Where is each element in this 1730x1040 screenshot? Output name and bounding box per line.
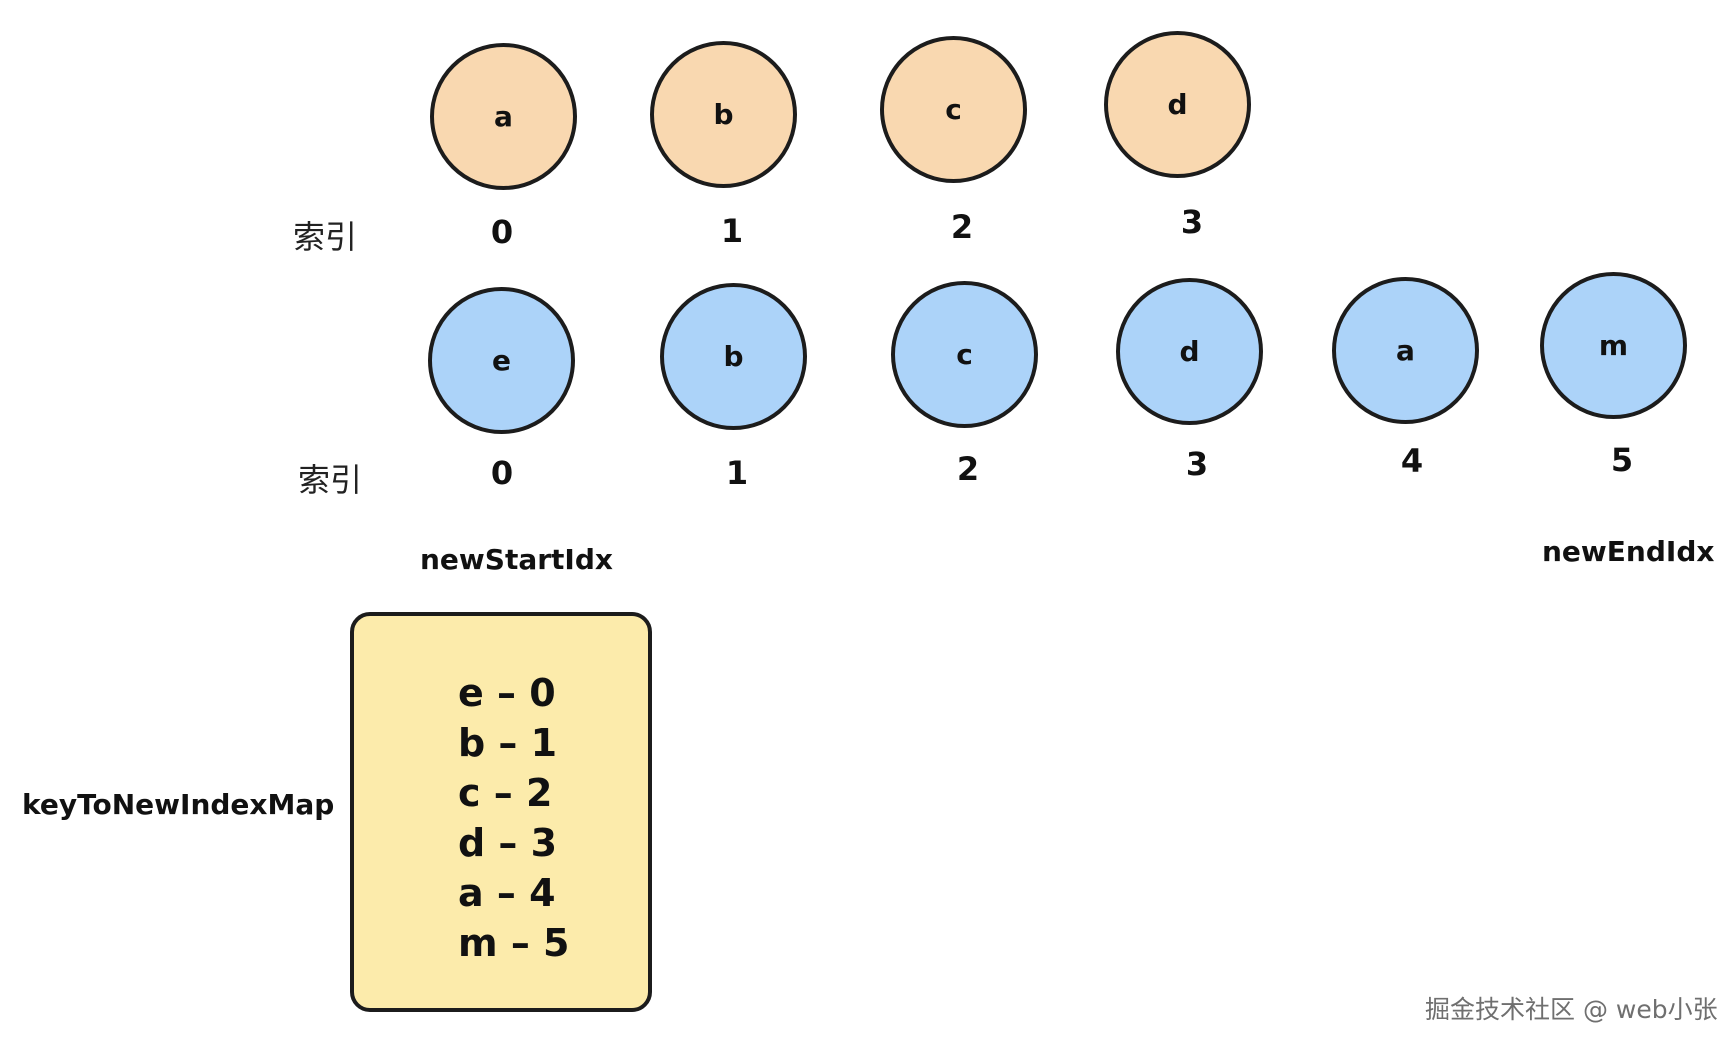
new-index-1: 1 <box>725 454 749 492</box>
new-index-5: 5 <box>1610 441 1634 479</box>
new-node-key: c <box>956 338 973 371</box>
old-index-0: 0 <box>490 213 514 251</box>
new-node-key: e <box>492 344 511 377</box>
new-node-d: d <box>1116 278 1263 425</box>
new-node-key: d <box>1179 335 1200 368</box>
map-entry: a – 4 <box>458 871 556 915</box>
watermark: 掘金技术社区 @ web小张 <box>1425 995 1718 1024</box>
new-node-m: m <box>1540 272 1687 419</box>
new-node-key: a <box>1396 334 1415 367</box>
key-to-new-index-map-box: e – 0 b – 1 c – 2 d – 3 a – 4 m – 5 <box>350 612 652 1012</box>
new-node-b: b <box>660 283 807 430</box>
old-node-key: b <box>713 98 734 131</box>
new-end-idx-label: newEndIdx <box>1542 535 1715 568</box>
old-node-a: a <box>430 43 577 190</box>
old-index-3: 3 <box>1180 203 1204 241</box>
map-entry: b – 1 <box>458 721 558 765</box>
old-index-2: 2 <box>950 208 974 246</box>
old-node-key: c <box>945 93 962 126</box>
new-index-2: 2 <box>956 450 980 488</box>
map-entry: e – 0 <box>458 671 556 715</box>
new-node-a: a <box>1332 277 1479 424</box>
old-node-d: d <box>1104 31 1251 178</box>
old-node-b: b <box>650 41 797 188</box>
new-node-key: b <box>723 340 744 373</box>
new-index-3: 3 <box>1185 445 1209 483</box>
map-entry-list: e – 0 b – 1 c – 2 d – 3 a – 4 m – 5 <box>458 668 570 968</box>
old-node-key: d <box>1167 88 1188 121</box>
old-row-index-label: 索引 <box>293 218 358 256</box>
new-node-e: e <box>428 287 575 434</box>
new-index-0: 0 <box>490 454 514 492</box>
new-row-index-label: 索引 <box>298 461 363 499</box>
old-node-c: c <box>880 36 1027 183</box>
map-entry: d – 3 <box>458 821 558 865</box>
key-to-new-index-map-label: keyToNewIndexMap <box>22 788 335 821</box>
map-entry: c – 2 <box>458 771 553 815</box>
new-node-c: c <box>891 281 1038 428</box>
new-start-idx-label: newStartIdx <box>420 543 613 576</box>
old-node-key: a <box>494 100 513 133</box>
map-entry: m – 5 <box>458 921 570 965</box>
new-index-4: 4 <box>1400 442 1424 480</box>
new-node-key: m <box>1598 329 1629 362</box>
old-index-1: 1 <box>720 212 744 250</box>
